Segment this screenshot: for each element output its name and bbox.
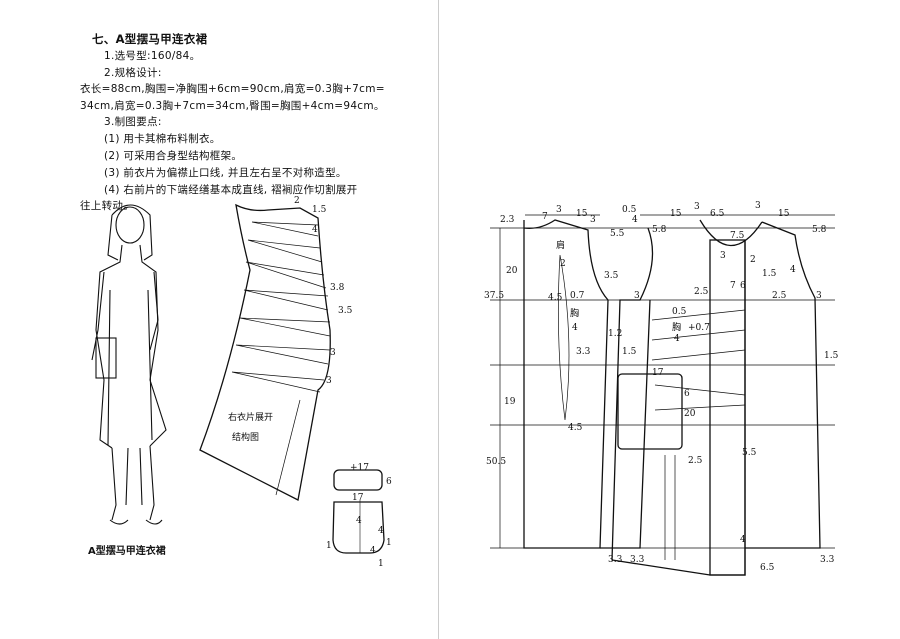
draft-label: 20	[684, 409, 696, 419]
draft-label: 2.3	[500, 215, 515, 225]
draft-label: 20	[506, 266, 518, 276]
pocket-draft	[332, 469, 385, 554]
draft-label: 3.3	[630, 555, 645, 565]
draft-label: 3.3	[820, 555, 835, 565]
draft-label: 0.5	[622, 205, 637, 215]
draft-label: 3	[634, 291, 640, 301]
text-line: 1.选号型:160/84。	[104, 50, 201, 62]
draft-label: 50.5	[486, 457, 506, 467]
draft-label: 0.5	[672, 307, 687, 317]
draft-label: 1.5	[824, 351, 839, 361]
draft-label: 5.8	[812, 225, 827, 235]
draft-label: 7	[542, 212, 548, 222]
fashion-figure	[91, 204, 167, 525]
draft-label: +17	[350, 463, 369, 473]
draft-label: 结构图	[232, 431, 259, 443]
draft-label: 4	[674, 334, 680, 344]
draft-label: 5.5	[610, 229, 625, 239]
right-draft-labels: 2.3 7 3 15 0.5 4 15 3 6.5 3 15 5.5 5.8 7…	[484, 201, 839, 573]
draft-label: 胸	[570, 307, 579, 319]
pocket-labels: +17 6 17 4 4 4 1 1 1	[326, 463, 392, 569]
draft-label: 3	[755, 201, 761, 211]
text-line: (3) 前衣片为偏襟止口线, 并且左右呈不对称造型。	[104, 167, 347, 179]
draft-label: 7	[730, 281, 736, 291]
draft-label: 1.5	[622, 347, 637, 357]
page-gutter	[438, 0, 439, 639]
draft-label: 3	[326, 376, 332, 386]
draft-label: 2	[560, 259, 566, 269]
draft-label: 6	[684, 389, 690, 399]
draft-label: 3	[330, 348, 336, 358]
text-line: 34cm,肩宽=0.3胸+7cm=34cm,臀围=胸围+4cm=94cm。	[80, 100, 385, 112]
draft-label: 6.5	[710, 209, 725, 219]
draft-label: 2	[294, 196, 300, 206]
right-front-expanded-draft	[199, 203, 331, 501]
draft-label: 3.3	[576, 347, 591, 357]
draft-label: 4.5	[548, 293, 563, 303]
draft-label: 1.2	[608, 329, 622, 339]
draft-label: 3.8	[330, 283, 345, 293]
draft-label: 4	[790, 265, 796, 275]
draft-label: 4	[572, 323, 578, 333]
draft-label: 3	[816, 291, 822, 301]
draft-label: 15	[778, 209, 790, 219]
draft-label: 17	[652, 368, 664, 378]
draft-label: 3	[720, 251, 726, 261]
draft-label: 4	[356, 516, 362, 526]
draft-label: 19	[504, 397, 516, 407]
draft-label: 2.5	[772, 291, 787, 301]
draft-label: 0.7	[570, 291, 585, 301]
draft-label: 5.5	[742, 448, 757, 458]
draft-label: 4	[378, 526, 384, 536]
draft-label: 2.5	[688, 456, 703, 466]
draft-label: 6	[740, 281, 746, 291]
draft-label: 3.3	[608, 555, 623, 565]
text-line: 衣长=88cm,胸围=净胸围+6cm=90cm,肩宽=0.3胸+7cm=	[80, 83, 385, 95]
draft-label: 1	[386, 538, 392, 548]
vest-dress-pattern-draft	[490, 214, 835, 576]
draft-label: +0.7	[688, 323, 710, 333]
draft-label: 37.5	[484, 291, 504, 301]
draft-label: 2	[750, 255, 756, 265]
draft-label: 17	[352, 493, 364, 503]
draft-label: 1.5	[762, 269, 777, 279]
draft-label: 右衣片展开	[228, 411, 273, 423]
figure-caption: A型摆马甲连衣裙	[88, 546, 166, 557]
left-draft-labels: 2 1.5 4 3.8 3.5 3 3 右衣片展开 结构图	[228, 196, 353, 443]
draft-label: 4	[740, 535, 746, 545]
draft-label: 肩	[556, 239, 565, 251]
text-line: (1) 用卡其棉布料制衣。	[104, 133, 221, 145]
draft-label: 胸	[672, 321, 681, 333]
draft-label: 15	[670, 209, 682, 219]
draft-label: 4	[312, 225, 318, 235]
text-line: 3.制图要点:	[104, 116, 162, 128]
section-title: 七、A型摆马甲连衣裙	[92, 32, 208, 46]
draft-label: 3	[694, 202, 700, 212]
text-line: 往上转动。	[80, 200, 134, 212]
draft-label: 3.5	[338, 306, 353, 316]
draft-label: 3	[590, 215, 596, 225]
draft-label: 1.5	[312, 205, 327, 215]
text-line: (2) 可采用合身型结构框架。	[104, 150, 243, 162]
draft-label: 4	[370, 546, 376, 556]
text-line: (4) 右前片的下端经缮基本成直线, 褶裥应作切割展开	[104, 184, 358, 196]
draft-label: 3.5	[604, 271, 619, 281]
draft-label: 1	[326, 541, 332, 551]
draft-label: 4.5	[568, 423, 583, 433]
text-line: 2.规格设计:	[104, 67, 162, 79]
draft-label: 4	[632, 215, 638, 225]
draft-label: 15	[576, 209, 588, 219]
draft-label: 1	[378, 559, 384, 569]
draft-label: 2.5	[694, 287, 709, 297]
draft-label: 3	[556, 205, 562, 215]
draft-label: 7.5	[730, 231, 745, 241]
draft-label: 6	[386, 477, 392, 487]
draft-label: 5.8	[652, 225, 667, 235]
draft-label: 6.5	[760, 563, 775, 573]
